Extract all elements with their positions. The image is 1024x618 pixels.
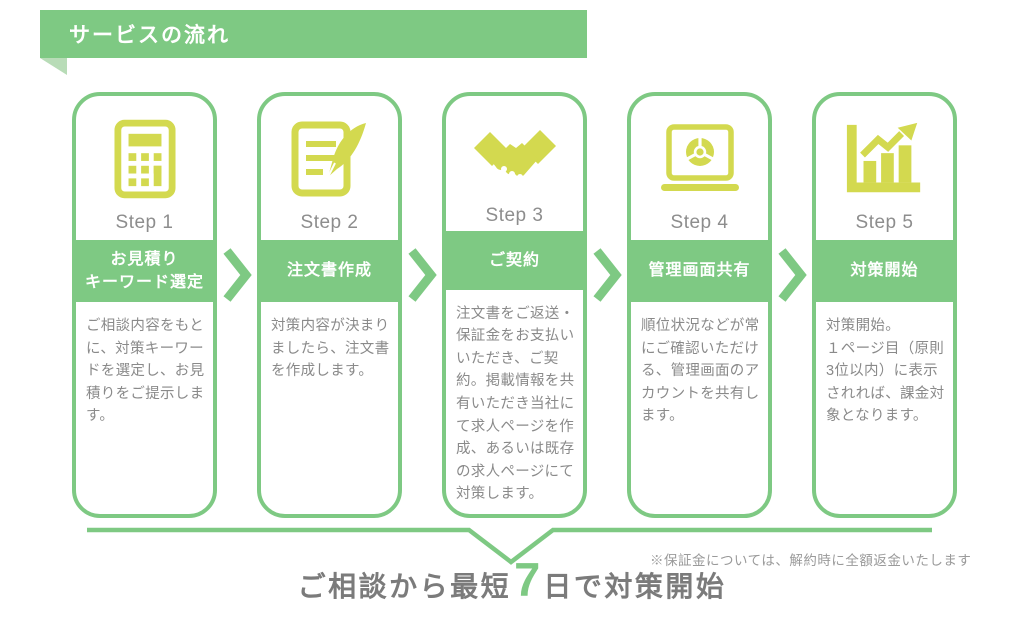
conclusion-text: ご相談から最短 7 日で対策開始 bbox=[0, 556, 1024, 605]
bar-chart-icon bbox=[816, 96, 953, 212]
chevron-right-icon bbox=[593, 248, 622, 302]
step-description: 対策内容が決まりましたら、注文書を作成します。 bbox=[271, 318, 390, 380]
laptop-browser-icon bbox=[631, 96, 768, 212]
ribbon-fold bbox=[40, 58, 67, 75]
step-title-bar: 注文書作成 bbox=[261, 240, 398, 302]
step-card-4: Step 4 管理画面共有 順位状況などが常にご確認いただける、管理画面のアカウ… bbox=[627, 92, 772, 518]
conclusion-suffix: 日で対策開始 bbox=[543, 571, 727, 602]
step-card-5: Step 5 対策開始 対策開始。 １ページ目（原則3位以内）に表示されれば、課… bbox=[812, 92, 957, 518]
guarantee-note: ※保証金については、解約時に全額返金いたします bbox=[650, 553, 972, 568]
page-title: サービスの流れ bbox=[69, 24, 230, 47]
conclusion-prefix: ご相談から最短 bbox=[297, 571, 512, 602]
steps-row: Step 1 お見積り キーワード選定 ご相談内容をもとに、対策キーワードを選定… bbox=[72, 92, 957, 518]
step-title-bar: お見積り キーワード選定 bbox=[76, 240, 213, 302]
step-title-bar: ご契約 bbox=[446, 231, 583, 290]
chevron-right-icon bbox=[778, 248, 807, 302]
step-description: 順位状況などが常にご確認いただける、管理画面のアカウントを共有します。 bbox=[641, 318, 760, 425]
step-label: Step 4 bbox=[670, 212, 729, 233]
step-label: Step 3 bbox=[485, 205, 544, 227]
chevron-right-icon bbox=[408, 248, 437, 302]
step-title-bar: 対策開始 bbox=[816, 240, 953, 302]
document-pen-icon bbox=[261, 96, 398, 212]
arrow-3 bbox=[587, 92, 627, 518]
header-ribbon: サービスの流れ bbox=[40, 10, 587, 58]
step-title-bar: 管理画面共有 bbox=[631, 240, 768, 302]
chevron-right-icon bbox=[223, 248, 252, 302]
timeline-bracket bbox=[87, 527, 932, 565]
step-card-1: Step 1 お見積り キーワード選定 ご相談内容をもとに、対策キーワードを選定… bbox=[72, 92, 217, 518]
step-card-3: Step 3 ご契約 注文書をご返送・保証金をお支払いいただき、ご契約。掲載情報… bbox=[442, 92, 587, 518]
handshake-icon bbox=[446, 96, 583, 205]
step-description: ご相談内容をもとに、対策キーワードを選定し、お見積りをご提示します。 bbox=[86, 318, 205, 425]
arrow-2 bbox=[402, 92, 442, 518]
arrow-1 bbox=[217, 92, 257, 518]
arrow-4 bbox=[772, 92, 812, 518]
step-description: 注文書をご返送・保証金をお支払いいただき、ご契約。掲載情報を共有いただき当社にて… bbox=[456, 305, 575, 503]
step-label: Step 1 bbox=[115, 212, 174, 233]
calculator-icon bbox=[76, 96, 213, 212]
step-label: Step 5 bbox=[855, 212, 914, 233]
conclusion-number: 7 bbox=[514, 553, 541, 606]
step-description: 対策開始。 １ページ目（原則3位以内）に表示されれば、課金対象となります。 bbox=[826, 318, 945, 425]
step-card-2: Step 2 注文書作成 対策内容が決まりましたら、注文書を作成します。 bbox=[257, 92, 402, 518]
step-label: Step 2 bbox=[300, 212, 359, 233]
